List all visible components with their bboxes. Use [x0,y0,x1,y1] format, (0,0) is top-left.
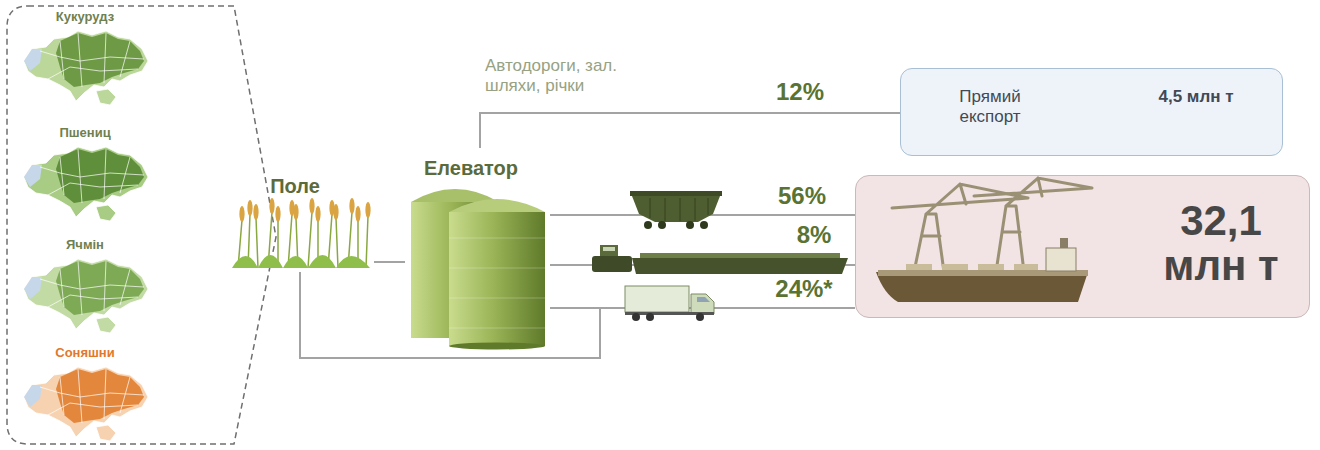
river-barge [592,245,848,274]
box-label: Прямий експорт [931,87,1049,128]
volume-value: 4,5 млн т [1151,87,1241,107]
share-percent: 24%* [758,275,850,304]
route-note: Автодороги, зал. шляхи, річки [485,56,660,97]
crop-label: Соняшни [20,345,150,361]
rail-wagon [630,191,722,229]
stage-title: Елеватор [410,156,532,180]
barley-map [24,259,148,333]
crop-maps [6,5,278,445]
flow-line [480,113,900,148]
elevator: Елеватор [405,148,550,350]
volume-value: 32,1 млн т [1141,198,1301,289]
crop-label: Ячмін [20,237,150,253]
field: Поле [228,168,374,272]
flow-line [374,261,405,263]
corn-map [24,31,148,105]
sunflower-map [24,367,148,441]
flow-line [300,272,855,358]
wheat-map [24,147,148,221]
stage-title: Поле [255,174,335,198]
port-box: 32,1 млн т [855,175,1310,318]
crop-map-group: КукурудзПшеницЯчмінСоняшни [6,5,278,445]
share-percent: 12% [762,78,838,107]
share-percent: 56% [762,182,842,211]
seaport [856,176,1156,316]
group-outline [7,6,276,444]
share-percent: 8% [782,221,846,250]
crop-label: Кукурудз [20,9,150,25]
direct-export-box: Прямий експорт 4,5 млн т [900,68,1283,156]
truck [625,286,714,321]
crop-label: Пшениц [20,125,150,141]
